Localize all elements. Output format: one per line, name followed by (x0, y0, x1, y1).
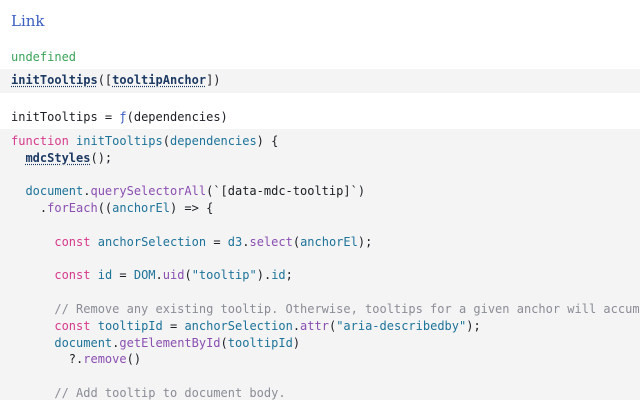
identifier: document (54, 336, 113, 350)
method-name: uid (162, 268, 185, 282)
code-line-2: mdcStyles(); (11, 151, 112, 165)
code-punct: (); (90, 151, 113, 165)
cell-output-undefined: undefined (11, 50, 77, 64)
keyword: const (54, 268, 91, 282)
identifier: anchorSelection (184, 319, 293, 333)
method-name: forEach (47, 201, 98, 215)
code-comment: // Add tooltip to document body. (54, 386, 286, 400)
keyword: const (54, 319, 91, 333)
mdc-styles-link[interactable]: mdcStyles (25, 151, 91, 165)
identifier: d3 (227, 235, 243, 249)
property-name: id (271, 268, 286, 282)
keyword: function (11, 134, 69, 148)
code-line-9: document.getElementById(tooltipId) (54, 336, 301, 350)
import-close-bracket: ]) (206, 73, 221, 87)
template-string: `[data-mdc-tooltip]` (213, 184, 358, 198)
method-name: getElementById (119, 336, 221, 350)
method-name: select (249, 235, 293, 249)
code-line-6: const id = DOM.uid("tooltip").id; (54, 268, 293, 282)
variable-name: tooltipId (97, 319, 163, 333)
code-line-11: // Add tooltip to document body. (11, 386, 286, 400)
import-open-bracket: ([ (97, 73, 113, 87)
function-signature-output[interactable]: initTooltips = ƒ(dependencies) (11, 110, 228, 124)
param-name: anchorEl (112, 201, 170, 215)
signature-eq: = (97, 110, 120, 124)
variable-name: anchorSelection (97, 235, 207, 249)
string-literal: "aria-describedby" (336, 319, 467, 333)
init-tooltips-link[interactable]: initTooltips (11, 73, 98, 87)
identifier: anchorEl (300, 235, 358, 249)
variable-name: id (97, 268, 113, 282)
function-symbol-icon: ƒ (119, 110, 127, 124)
signature-name: initTooltips (11, 110, 98, 124)
code-line-5: const anchorSelection = d3.select(anchor… (54, 235, 373, 249)
identifier: DOM (133, 268, 156, 282)
function-name: initTooltips (76, 134, 163, 148)
code-line-7: // Remove any existing tooltip. Otherwis… (11, 302, 640, 316)
code-line-8: const tooltipId = anchorSelection.attr("… (54, 319, 481, 333)
method-name: querySelectorAll (90, 184, 207, 198)
keyword: const (54, 235, 91, 249)
code-comment: // Remove any existing tooltip. Otherwis… (54, 302, 640, 316)
string-literal: "tooltip" (191, 268, 257, 282)
page-heading-link[interactable]: Link (11, 12, 45, 30)
method-name: attr (300, 319, 329, 333)
code-line-3: document.querySelectorAll(`[data-mdc-too… (25, 184, 366, 198)
import-cell-code: initTooltips([tooltipAnchor]) (11, 73, 221, 87)
tooltip-anchor-link[interactable]: tooltipAnchor (112, 73, 207, 87)
code-editor[interactable]: function initTooltips(dependencies) { md… (0, 129, 640, 400)
import-cell[interactable]: initTooltips([tooltipAnchor]) (0, 69, 640, 93)
signature-params: (dependencies) (126, 110, 228, 124)
code-punct: ) { (256, 134, 279, 148)
identifier: document (25, 184, 84, 198)
code-line-4: .forEach((anchorEl) => { (11, 201, 214, 215)
code-line-1: function initTooltips(dependencies) { (11, 134, 279, 148)
code-punct: ) => { (169, 201, 214, 215)
identifier: tooltipId (227, 336, 293, 350)
param-name: dependencies (169, 134, 257, 148)
code-line-10: ?.remove() (11, 352, 142, 366)
method-name: remove (83, 352, 127, 366)
